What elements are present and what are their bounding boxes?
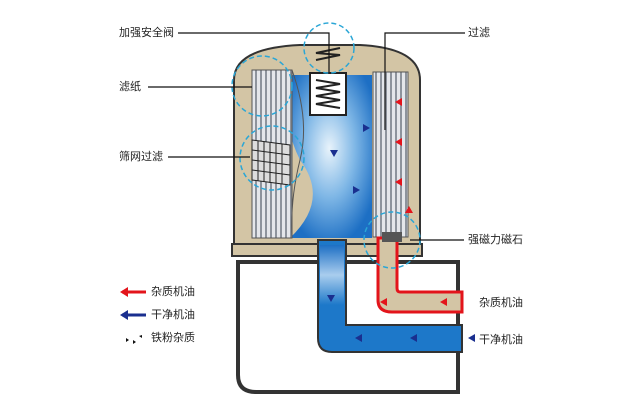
legend-red-arrow-icon <box>120 287 146 297</box>
legend-clean-oil: 干净机油 <box>151 308 195 321</box>
dirty-oil-pipe <box>376 236 464 314</box>
highlight-screen <box>239 125 305 191</box>
label-clean-oil-out: 干净机油 <box>479 333 523 346</box>
label-screen-filter: 筛网过滤 <box>119 150 163 163</box>
legend-blue-arrow-icon <box>120 310 146 320</box>
legend-iron-particles: 铁粉杂质 <box>151 331 195 344</box>
label-safety-valve: 加强安全阀 <box>119 26 174 39</box>
oil-chamber <box>286 75 372 238</box>
legend-dirty-oil: 杂质机油 <box>151 285 195 298</box>
magnet <box>382 232 402 242</box>
label-filtering: 过滤 <box>468 26 490 39</box>
filter-paper-right <box>372 71 409 238</box>
highlight-filter-paper <box>231 55 293 117</box>
spring-icon <box>315 79 341 109</box>
highlight-valve <box>303 22 355 74</box>
label-magnet: 强磁力磁石 <box>468 233 523 246</box>
label-filter-paper: 滤纸 <box>119 80 141 93</box>
legend-iron-particles-icon <box>126 335 142 344</box>
screen-mesh <box>251 139 291 186</box>
label-dirty-oil-in: 杂质机油 <box>479 296 523 309</box>
